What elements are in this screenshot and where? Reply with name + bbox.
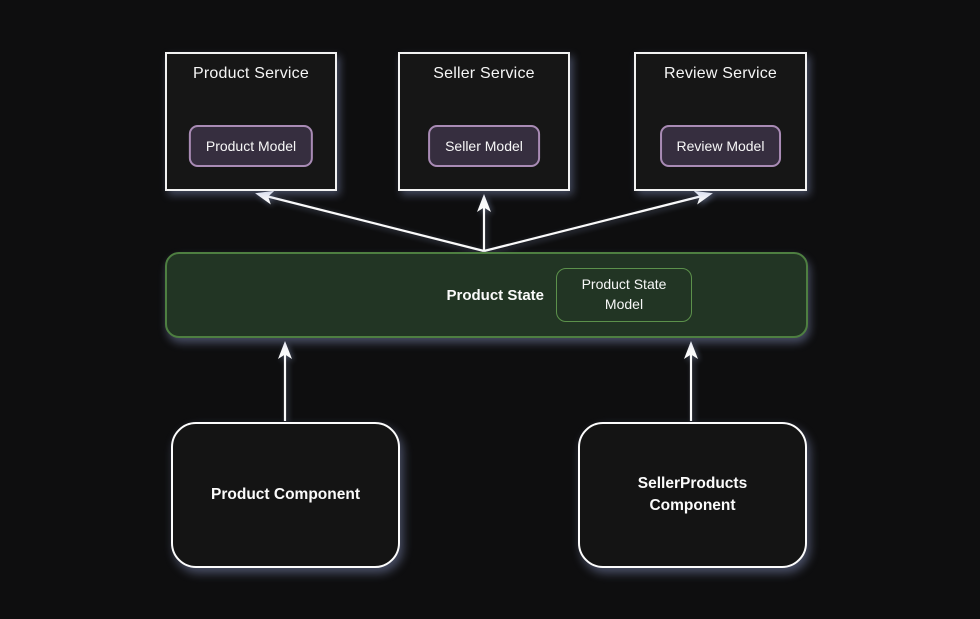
node-review-service: Review Service Review Model	[634, 52, 807, 191]
node-seller-model: Seller Model	[428, 125, 540, 167]
node-product-model: Product Model	[188, 125, 314, 167]
sellerproducts-component-label: SellerProducts Component	[637, 475, 748, 514]
review-service-title: Review Service	[663, 65, 778, 82]
product-service-title: Product Service	[193, 65, 309, 82]
node-review-model: Review Model	[659, 125, 782, 167]
node-product-state-model: Product State Model	[556, 268, 692, 322]
node-product-state: Product State Product State Model	[165, 252, 808, 338]
node-seller-service: Seller Service Seller Model	[398, 52, 570, 191]
arrow-state-to-product-service	[255, 190, 485, 253]
review-model-label: Review Model	[676, 138, 765, 154]
product-state-model-label: Product State Model	[581, 276, 667, 312]
product-model-label: Product Model	[205, 138, 297, 154]
node-sellerproducts-component: SellerProducts Component	[578, 422, 807, 568]
product-state-label: Product State	[446, 286, 544, 304]
arrow-state-to-review-service	[483, 190, 713, 253]
node-product-component: Product Component	[171, 422, 400, 568]
seller-model-label: Seller Model	[445, 138, 523, 154]
node-product-service: Product Service Product Model	[165, 52, 337, 191]
seller-service-title: Seller Service	[433, 65, 535, 82]
product-component-label: Product Component	[211, 486, 360, 504]
